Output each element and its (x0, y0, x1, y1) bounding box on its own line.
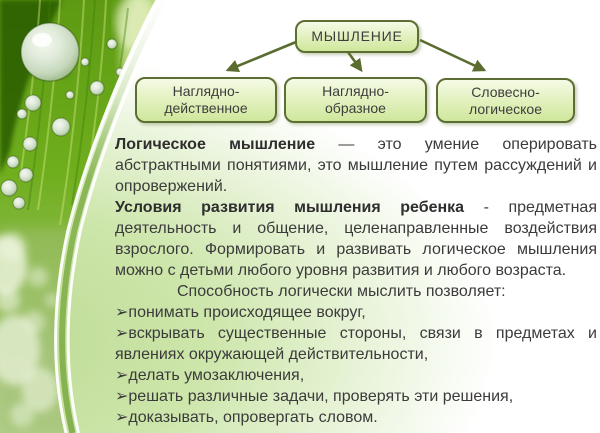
bold-lead-logical-thinking: Логическое мышление (115, 136, 316, 153)
diagram-box-thinking-label: МЫШЛЕНИЕ (311, 28, 403, 44)
box-line: Наглядно- (172, 83, 240, 99)
bullet-arrow-icon: ➢ (115, 409, 129, 426)
bullet-text: решать различные задачи, проверять эти р… (128, 388, 514, 405)
bullet-text: доказывать, опровергать словом. (128, 409, 378, 426)
body-text: Логическое мышление — это умение опериро… (115, 134, 597, 428)
bullet-item: ➢понимать происходящее вокруг, (115, 302, 597, 323)
bullet-arrow-icon: ➢ (115, 367, 129, 384)
box-line: действенное (164, 100, 248, 116)
bullet-item: ➢доказывать, опровергать словом. (115, 407, 597, 428)
paragraph-text: — это умение оперировать абстрактными по… (115, 136, 598, 195)
box-line: логическое (469, 100, 542, 117)
bullets-lead-in: Способность логически мыслить позволяет: (177, 283, 506, 300)
grass-leaf-photo (0, 0, 171, 433)
bold-lead-conditions: Условия развития мышления ребенка (115, 199, 465, 216)
bullet-item: ➢делать умозаключения, (115, 365, 597, 386)
diagram-box-thinking: МЫШЛЕНИЕ (295, 20, 419, 53)
diagram-box-visual-image: Наглядно- образное (284, 77, 427, 123)
bullet-text: понимать происходящее вокруг, (128, 304, 366, 321)
box-line: Словесно- (471, 83, 540, 100)
bullet-item: ➢решать различные задачи, проверять эти … (115, 386, 597, 407)
box-line: образное (325, 100, 386, 116)
bullet-text: делать умозаключения, (128, 367, 305, 384)
box-line: Наглядно- (322, 83, 389, 99)
paragraph-development-conditions: Условия развития мышления ребенка - пред… (115, 197, 597, 281)
curved-edge-stripes (54, 0, 171, 433)
bullet-arrow-icon: ➢ (115, 304, 129, 321)
bullet-arrow-icon: ➢ (115, 388, 129, 405)
paragraph-text: - предметная деятельность и общение, цел… (115, 199, 597, 279)
bullet-arrow-icon: ➢ (115, 325, 129, 342)
diagram-box-verbal-logical: Словесно- логическое (436, 78, 575, 123)
bullet-item: ➢вскрывать существенные стороны, связи в… (115, 323, 597, 365)
bullet-text: вскрывать существенные стороны, связи в … (115, 325, 597, 363)
diagram-box-visual-action: Наглядно- действенное (135, 77, 277, 123)
paragraph-logical-thinking: Логическое мышление — это умение опериро… (115, 134, 597, 197)
